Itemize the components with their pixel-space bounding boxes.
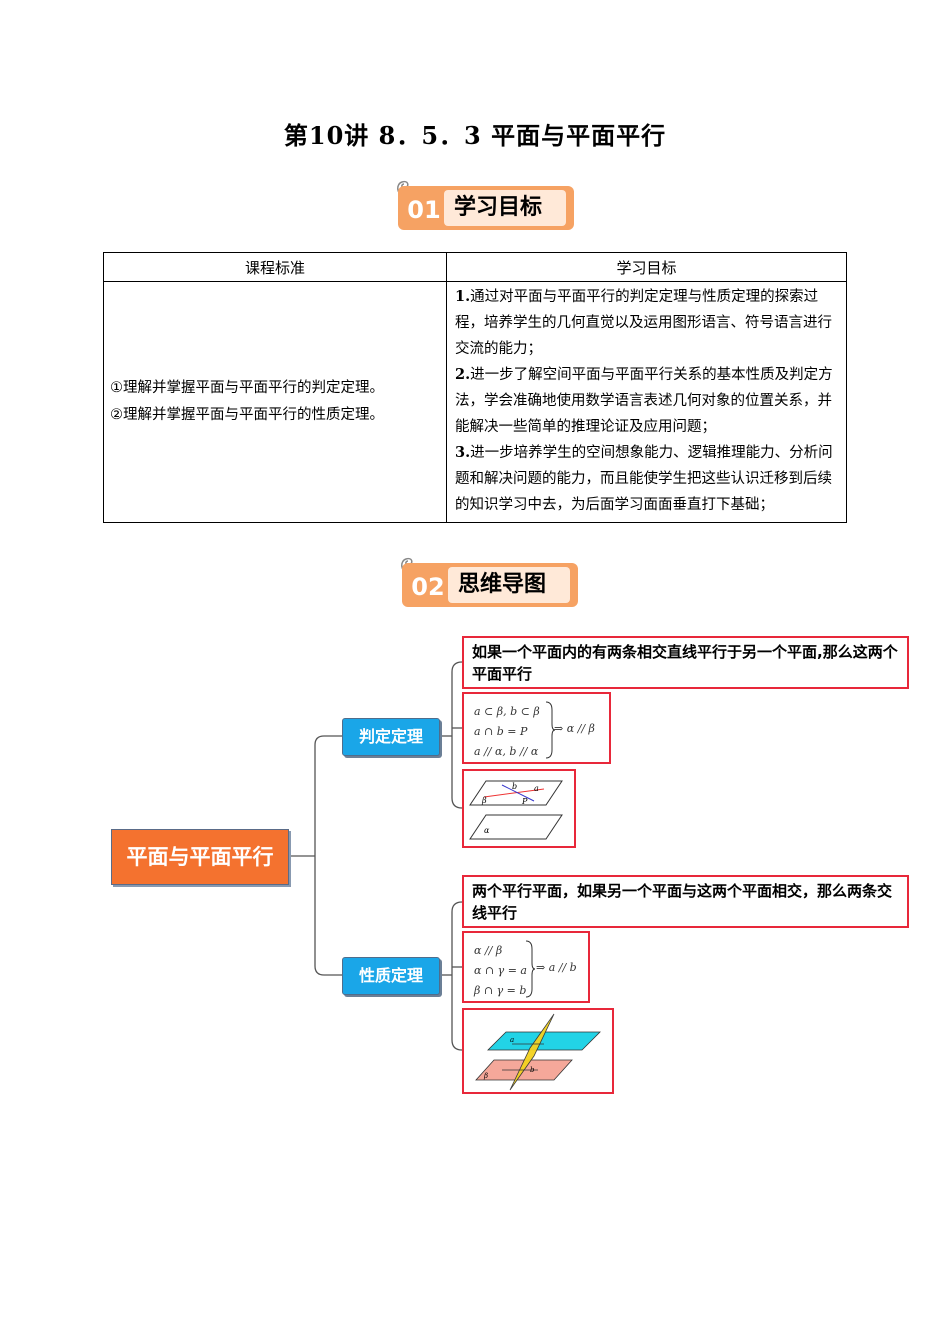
intersecting-planes-figure: a b β: [475, 1013, 601, 1091]
svg-text:β: β: [481, 796, 487, 805]
goal-item: 3.进一步培养学生的空间想象能力、逻辑推理能力、分析问题和解决问题的能力，而且能…: [455, 444, 833, 513]
goal-item: 1.通过对平面与平面平行的判定定理与性质定理的探索过程，培养学生的几何直觉以及运…: [455, 288, 832, 357]
standard-item: ①理解并掌握平面与平面平行的判定定理。: [110, 380, 384, 396]
property-figure-box: a b β: [462, 1008, 614, 1094]
section-badge-objectives: 01 学习目标: [392, 172, 582, 234]
objectives-table: 课程标准 学习目标 ①理解并掌握平面与平面平行的判定定理。 ②理解并掌握平面与平…: [103, 252, 847, 523]
standards-cell: ①理解并掌握平面与平面平行的判定定理。 ②理解并掌握平面与平面平行的性质定理。: [103, 281, 447, 523]
standard-item: ②理解并掌握平面与平面平行的性质定理。: [110, 407, 384, 423]
section-label: 思维导图: [448, 567, 570, 603]
document-title: 第10讲 8．5．3 平面与平面平行: [283, 121, 667, 150]
brace-icon: [545, 701, 556, 759]
judgment-statement-box: 如果一个平面内的有两条相交直线平行于另一个平面,那么这两个平面平行: [462, 636, 909, 689]
svg-text:P: P: [521, 797, 528, 806]
table-header-standard: 课程标准: [103, 252, 447, 282]
parallel-planes-figure: b a β P α: [469, 780, 563, 840]
judgment-formula-box: a ⊂ β, b ⊂ β a ∩ b = P a // α, b // α ⇒ …: [462, 692, 611, 764]
goals-cell: 1.通过对平面与平面平行的判定定理与性质定理的探索过程，培养学生的几何直觉以及运…: [446, 281, 847, 523]
property-formula-box: α // β α ∩ γ = a β ∩ γ = b ⇒ a // b: [462, 931, 590, 1003]
branch-judgment-theorem: 判定定理: [342, 718, 440, 756]
judgment-statement: 如果一个平面内的有两条相交直线平行于另一个平面,那么这两个平面平行: [472, 643, 898, 683]
property-formula-result: ⇒ a // b: [536, 961, 577, 974]
svg-text:b: b: [530, 1066, 535, 1074]
mindmap-root: 平面与平面平行: [111, 829, 289, 885]
section-label: 学习目标: [444, 190, 566, 226]
svg-text:a: a: [510, 1036, 514, 1044]
svg-text:a: a: [534, 784, 539, 793]
section-number: 01: [407, 196, 441, 224]
svg-text:b: b: [512, 782, 517, 791]
svg-text:α: α: [484, 826, 490, 835]
property-formula-conditions: α // β α ∩ γ = a β ∩ γ = b: [474, 944, 527, 997]
svg-text:β: β: [483, 1072, 488, 1080]
property-statement-box: 两个平行平面，如果另一个平面与这两个平面相交，那么两条交线平行: [462, 875, 909, 928]
section-badge-mindmap: 02 思维导图: [396, 549, 586, 611]
property-statement: 两个平行平面，如果另一个平面与这两个平面相交，那么两条交线平行: [472, 882, 893, 922]
judgment-formula-result: ⇒ α // β: [554, 722, 595, 735]
table-row: ①理解并掌握平面与平面平行的判定定理。 ②理解并掌握平面与平面平行的性质定理。 …: [103, 281, 847, 523]
goal-item: 2.进一步了解空间平面与平面平行关系的基本性质及判定方法，学会准确地使用数学语言…: [455, 366, 833, 435]
judgment-figure-box: b a β P α: [462, 769, 576, 848]
branch-property-theorem: 性质定理: [342, 957, 440, 995]
judgment-formula-conditions: a ⊂ β, b ⊂ β a ∩ b = P a // α, b // α: [474, 705, 540, 758]
section-number: 02: [411, 573, 445, 601]
brace-icon: [525, 940, 536, 998]
